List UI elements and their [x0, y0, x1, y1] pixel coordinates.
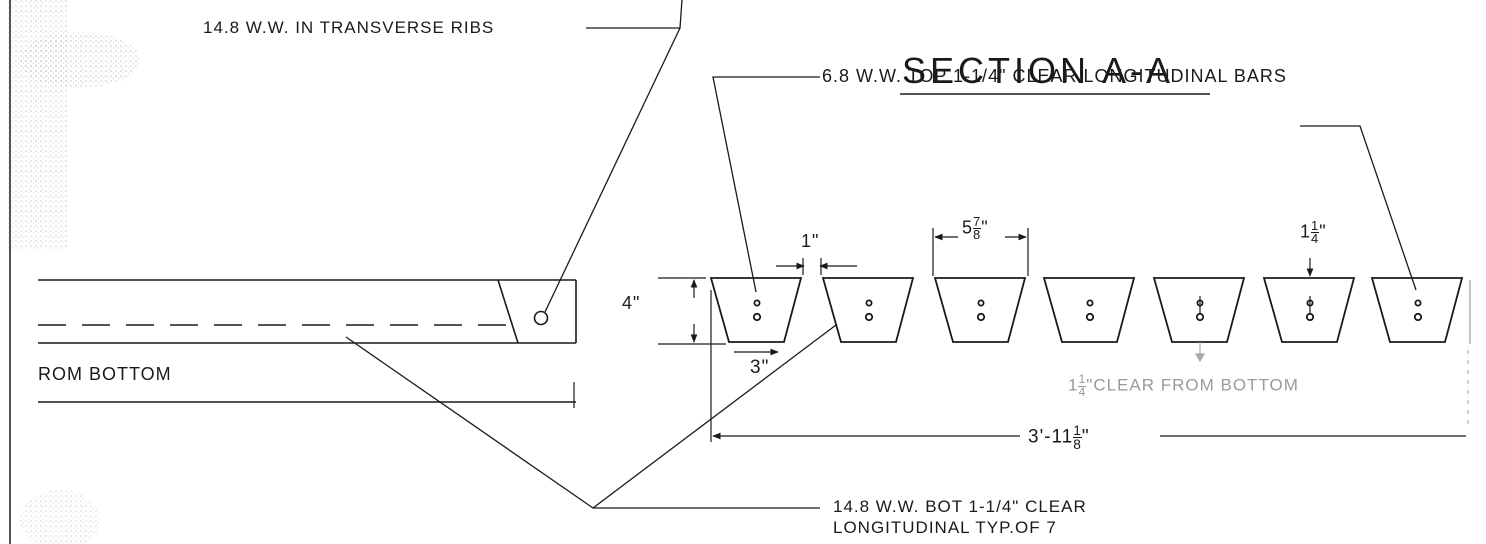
dimension-lines	[658, 228, 1466, 442]
rib-depth-dimension: 4"	[622, 293, 641, 313]
rib-6	[1262, 277, 1356, 343]
left-clear-note: ROM BOTTOM	[38, 364, 172, 384]
bottom-bar-callout-line1: 14.8 W.W. BOT 1-1/4" CLEAR	[833, 497, 1087, 516]
callout-leaders	[345, 0, 1417, 509]
rib-gap-dimension: 1"	[801, 231, 820, 251]
scan-noise	[8, 0, 140, 544]
rib-2	[821, 277, 915, 343]
rib-1	[709, 277, 803, 343]
rib-7	[1370, 277, 1464, 343]
longitudinal-view	[38, 279, 577, 408]
faint-marks	[1194, 342, 1206, 363]
top-bar-callout: 6.8 W.W. TOP 1-1/4" CLEAR LONGITUDINAL B…	[822, 66, 1287, 86]
ribs	[709, 277, 1471, 430]
rib-3	[933, 277, 1027, 343]
rib-4	[1042, 277, 1136, 343]
rib-5	[1152, 277, 1246, 343]
section-title: SECTION A-A	[902, 50, 1175, 91]
bottom-bar-callout-line2: LONGITUDINAL TYP.OF 7	[833, 518, 1057, 537]
transverse-rib-callout: 14.8 W.W. IN TRANSVERSE RIBS	[203, 18, 495, 37]
rib-bottom-width-dimension: 3"	[750, 357, 770, 378]
